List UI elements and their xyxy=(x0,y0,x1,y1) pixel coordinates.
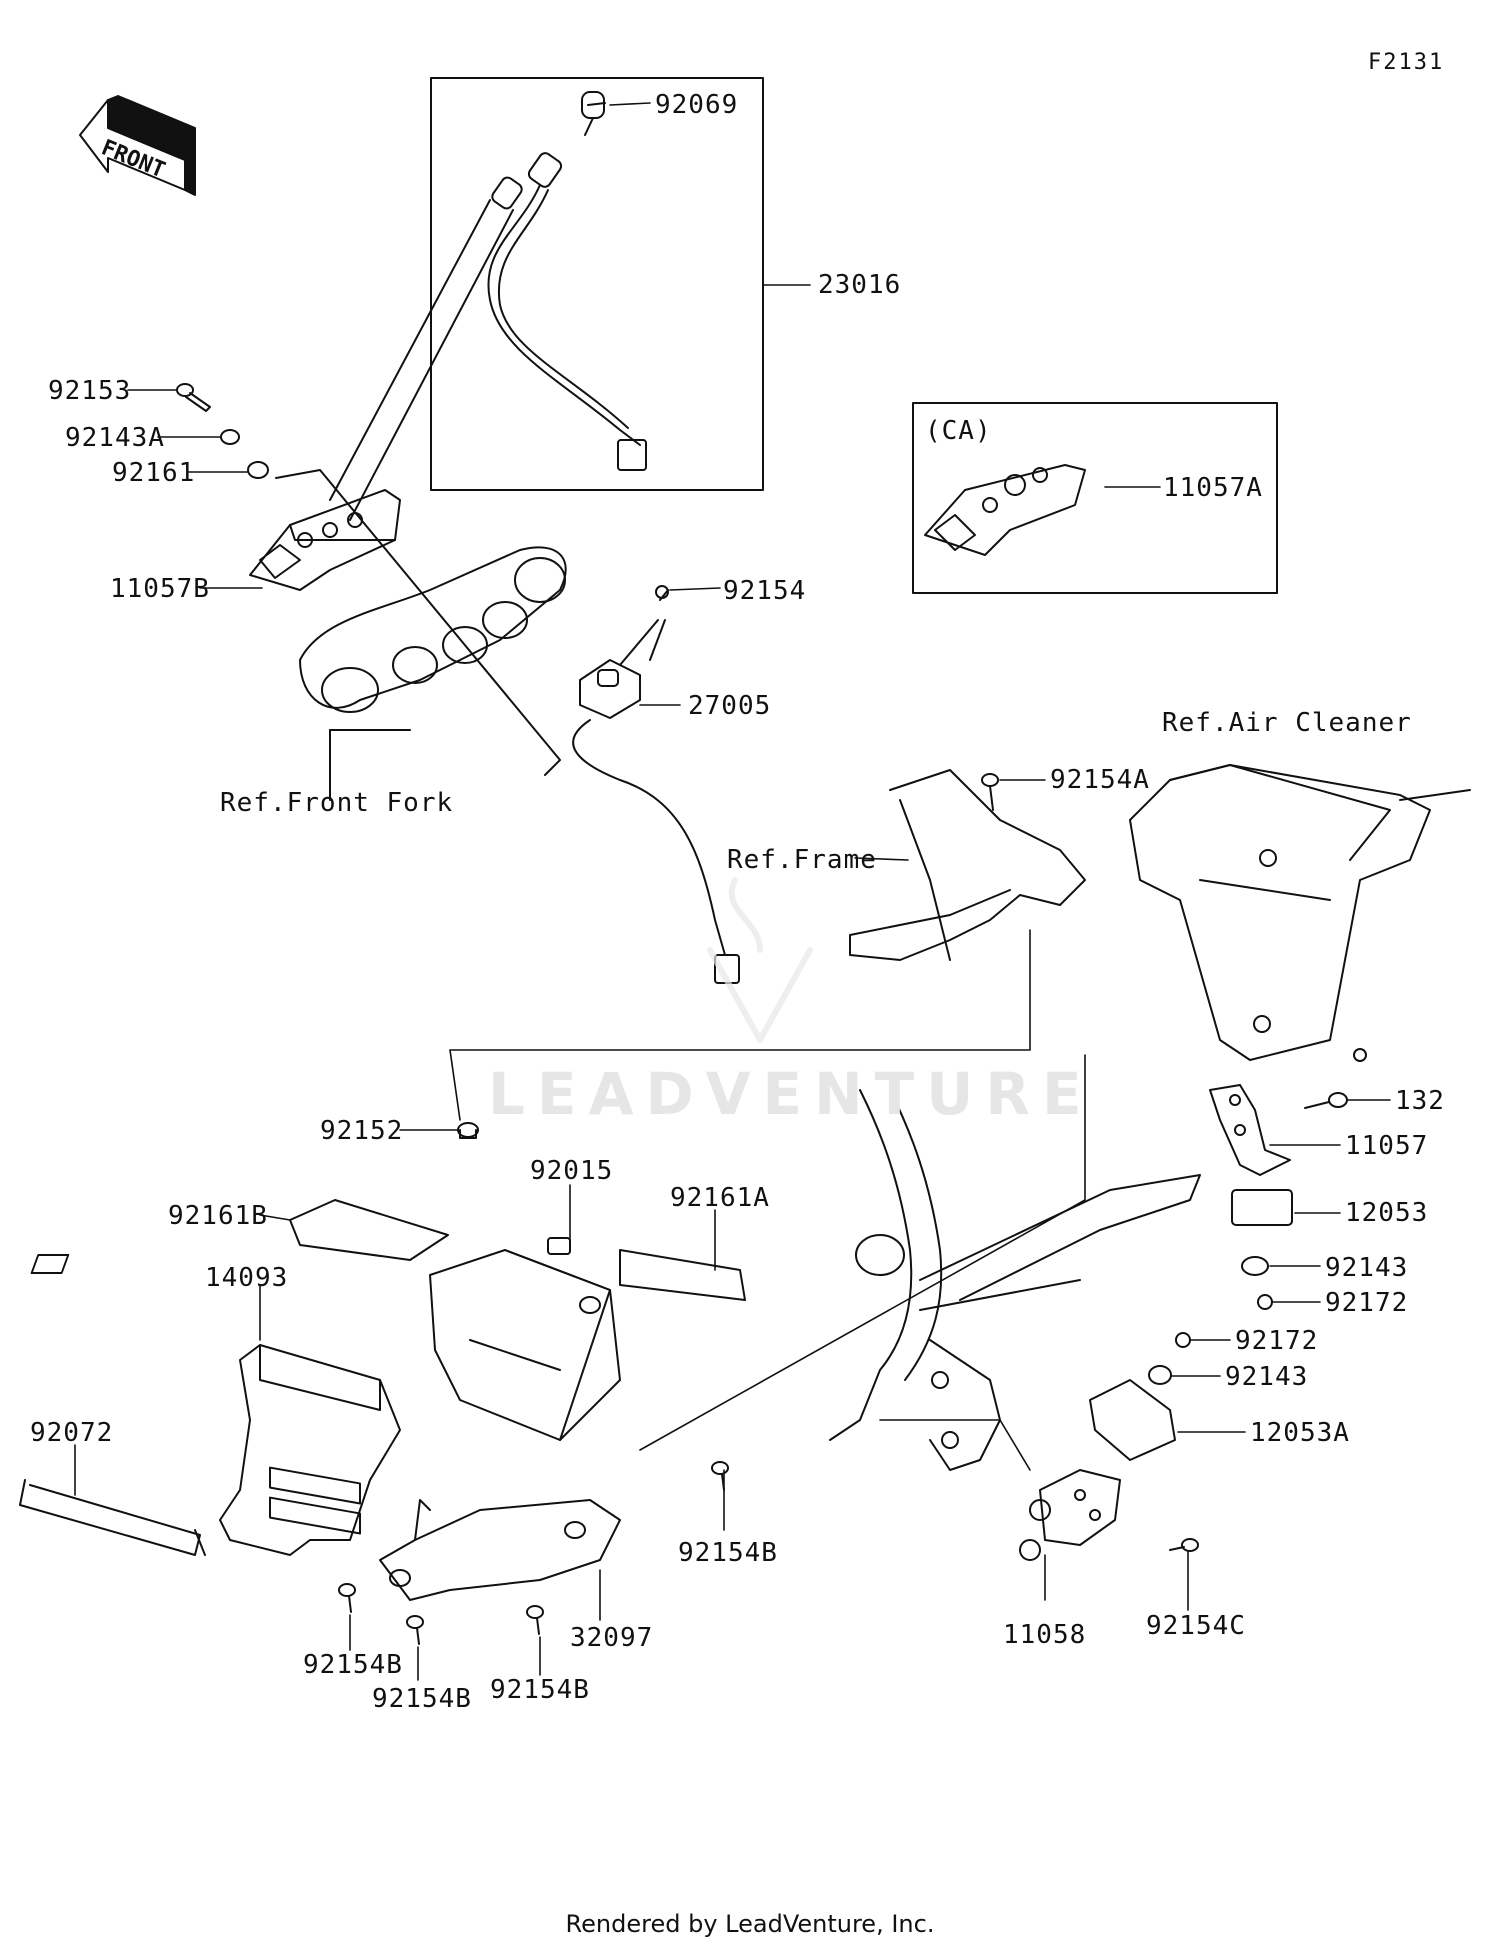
callout-92161[interactable]: 92161 xyxy=(112,458,196,488)
callout-14093[interactable]: 14093 xyxy=(205,1263,289,1293)
bolt-92154b-a-icon xyxy=(338,1583,356,1613)
ca-box xyxy=(912,402,1278,594)
callout-11057[interactable]: 11057 xyxy=(1345,1131,1429,1161)
bolt-92152-icon xyxy=(457,1122,479,1139)
callout-92154B-a[interactable]: 92154B xyxy=(303,1650,403,1680)
bolt-92172-lower-icon xyxy=(1175,1332,1191,1348)
washer-92143-upper-icon xyxy=(1241,1256,1269,1276)
callout-23016[interactable]: 23016 xyxy=(818,270,902,300)
callout-12053[interactable]: 12053 xyxy=(1345,1198,1429,1228)
bolt-92154b-b-icon xyxy=(406,1615,424,1645)
switch-27005-icon xyxy=(572,585,740,984)
callout-92161B[interactable]: 92161B xyxy=(168,1201,268,1231)
frame-icon xyxy=(829,769,1201,1471)
air-cleaner-icon xyxy=(1129,764,1471,1062)
callout-92143A[interactable]: 92143A xyxy=(65,423,165,453)
callout-132[interactable]: 132 xyxy=(1395,1086,1445,1116)
label-92161a-icon xyxy=(619,1249,746,1301)
leader-lines xyxy=(74,102,1391,1681)
harness-23016-icon xyxy=(329,91,647,521)
callout-ref-air-cleaner[interactable]: Ref.Air Cleaner xyxy=(1162,708,1412,738)
callout-92069[interactable]: 92069 xyxy=(655,90,739,120)
callout-92152[interactable]: 92152 xyxy=(320,1116,404,1146)
bracket-11057a-icon xyxy=(924,464,1086,556)
bolt-92154b-mid-icon xyxy=(711,1461,729,1491)
callout-11057B[interactable]: 11057B xyxy=(110,574,210,604)
bolt-icons xyxy=(176,383,1348,1645)
callout-92154B-b[interactable]: 92154B xyxy=(372,1684,472,1714)
ecu-box-icon xyxy=(30,1249,621,1441)
callout-11058[interactable]: 11058 xyxy=(1003,1620,1087,1650)
bolt-92172-upper-icon xyxy=(1257,1294,1273,1310)
callout-92172-lower[interactable]: 92172 xyxy=(1235,1326,1319,1356)
callout-92154B-c[interactable]: 92154B xyxy=(490,1675,590,1705)
front-arrow-icon: FRONT xyxy=(79,95,196,196)
callout-11057A[interactable]: 11057A xyxy=(1163,473,1263,503)
bolt-132-icon xyxy=(1304,1092,1348,1109)
callout-92161A[interactable]: 92161A xyxy=(670,1183,770,1213)
damper-12053-icon xyxy=(1231,1189,1293,1226)
washer-92143-lower-icon xyxy=(1148,1365,1172,1385)
bolt-92154a-icon xyxy=(981,773,999,811)
callout-92015[interactable]: 92015 xyxy=(530,1156,614,1186)
clip-92015-icon xyxy=(547,1237,571,1255)
bracket-11057b-icon xyxy=(249,489,401,591)
callout-92172-upper[interactable]: 92172 xyxy=(1325,1288,1409,1318)
callout-27005[interactable]: 27005 xyxy=(688,691,772,721)
callout-92143-upper[interactable]: 92143 xyxy=(1325,1253,1409,1283)
callout-92143-lower[interactable]: 92143 xyxy=(1225,1362,1309,1392)
callout-92154C[interactable]: 92154C xyxy=(1146,1611,1246,1641)
callout-92154B-mid[interactable]: 92154B xyxy=(678,1538,778,1568)
damper-12053a-icon xyxy=(1089,1379,1176,1461)
callout-92154A[interactable]: 92154A xyxy=(1050,765,1150,795)
callout-92072[interactable]: 92072 xyxy=(30,1418,114,1448)
footer-credit: Rendered by LeadVenture, Inc. xyxy=(565,1910,935,1938)
grommet-92161-icon xyxy=(247,461,269,479)
bracket-32097-icon xyxy=(379,1499,621,1601)
washer-92143a-icon xyxy=(220,429,240,445)
bracket-11058-icon xyxy=(1019,1469,1121,1561)
strap-92072-icon xyxy=(19,1479,206,1556)
callout-92154[interactable]: 92154 xyxy=(723,576,807,606)
label-92161b-icon xyxy=(289,1199,449,1261)
callout-ref-front-fork[interactable]: Ref.Front Fork xyxy=(220,788,454,818)
bolt-92154b-c-icon xyxy=(526,1605,544,1635)
tray-14093-icon xyxy=(219,1344,401,1556)
callout-92153[interactable]: 92153 xyxy=(48,376,132,406)
front-fork-clamp-icon xyxy=(299,546,567,713)
harness-box xyxy=(430,77,764,491)
callout-ref-frame[interactable]: Ref.Frame xyxy=(727,845,877,875)
diagram-code: F2131 xyxy=(1368,50,1445,75)
bracket-11057-icon xyxy=(1209,1084,1291,1176)
watermark-text: LEADVENTURE xyxy=(488,1060,1094,1128)
callout-ca[interactable]: (CA) xyxy=(925,416,992,446)
watermark-logo-icon xyxy=(707,877,813,1043)
bolt-92154c-icon xyxy=(1169,1538,1199,1552)
callout-32097[interactable]: 32097 xyxy=(570,1623,654,1653)
bolt-92153-icon xyxy=(176,383,211,412)
callout-12053A[interactable]: 12053A xyxy=(1250,1418,1350,1448)
